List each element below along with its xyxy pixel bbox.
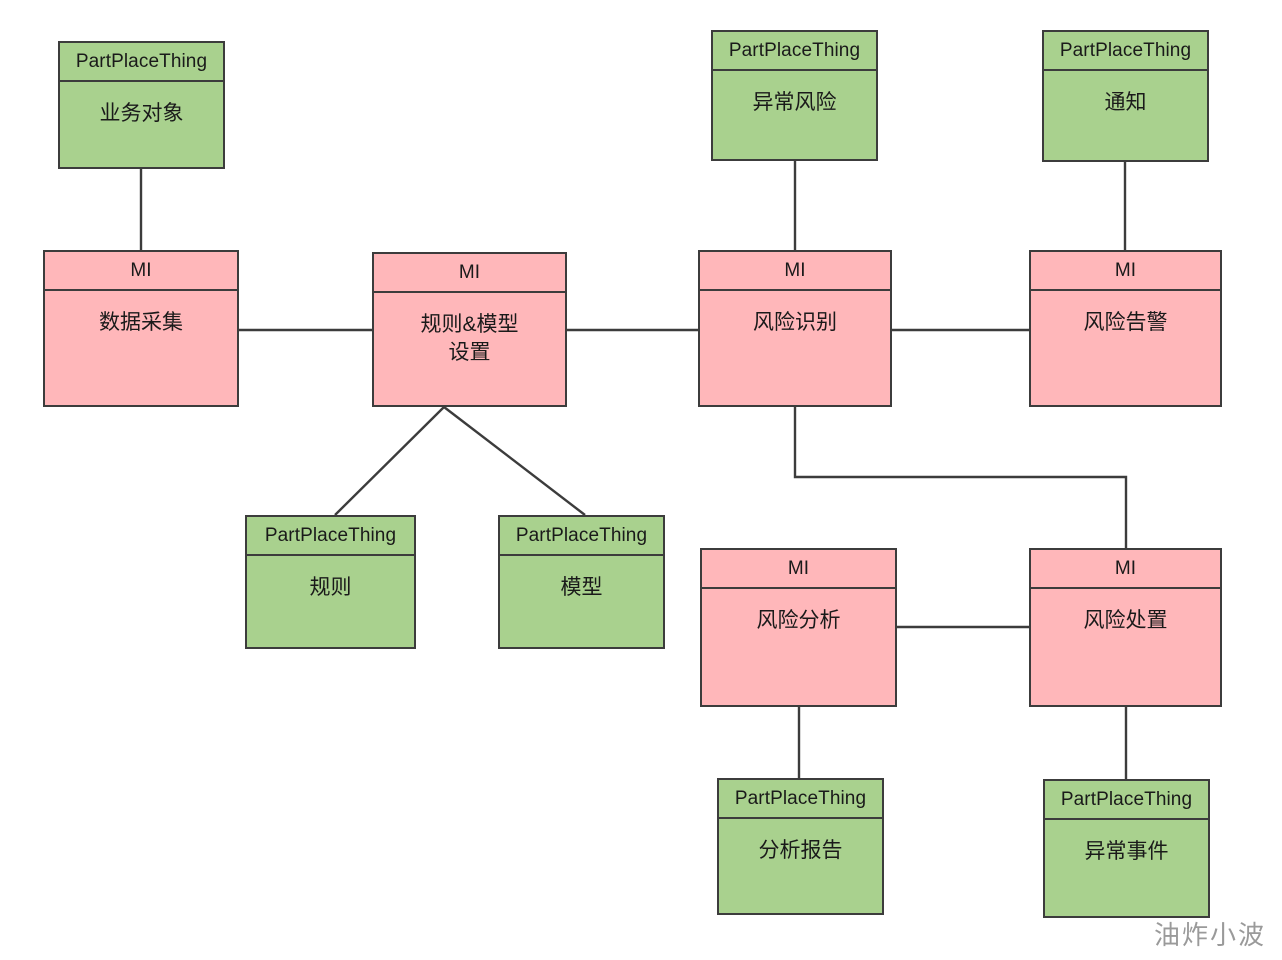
node-data-collection[interactable]: MI 数据采集 bbox=[43, 250, 239, 407]
node-stereotype-rule: PartPlaceThing bbox=[247, 517, 414, 556]
node-label-abnormal-event: 异常事件 bbox=[1084, 840, 1169, 863]
edge-rule-model-setting--model bbox=[443, 406, 586, 516]
node-label-risk-identification: 风险识别 bbox=[753, 311, 837, 334]
node-label-data-collection: 数据采集 bbox=[99, 311, 183, 334]
node-abnormal-event[interactable]: PartPlaceThing 异常事件 bbox=[1043, 779, 1210, 918]
node-abnormal-risk[interactable]: PartPlaceThing 异常风险 bbox=[711, 30, 878, 161]
node-risk-analysis[interactable]: MI 风险分析 bbox=[700, 548, 897, 707]
node-stereotype-risk-alarm: MI bbox=[1031, 252, 1220, 291]
node-risk-disposal[interactable]: MI 风险处置 bbox=[1029, 548, 1222, 707]
node-stereotype-risk-disposal: MI bbox=[1031, 550, 1220, 589]
node-stereotype-risk-analysis: MI bbox=[702, 550, 895, 589]
node-stereotype-risk-identification: MI bbox=[700, 252, 890, 291]
node-stereotype-data-collection: MI bbox=[45, 252, 237, 291]
node-label-risk-alarm: 风险告警 bbox=[1083, 311, 1168, 334]
node-stereotype-abnormal-risk: PartPlaceThing bbox=[713, 32, 876, 71]
watermark: 油炸小波 bbox=[1153, 920, 1266, 950]
node-business-object[interactable]: PartPlaceThing 业务对象 bbox=[58, 41, 225, 169]
node-stereotype-abnormal-event: PartPlaceThing bbox=[1045, 781, 1208, 820]
node-label-abnormal-risk: 异常风险 bbox=[752, 91, 837, 114]
node-label-rule: 规则 bbox=[309, 576, 352, 599]
node-label-rule-model-setting: 规则&模型设置 bbox=[420, 313, 519, 364]
node-stereotype-notification: PartPlaceThing bbox=[1044, 32, 1207, 71]
edge-risk-identification--risk-disposal bbox=[793, 407, 1128, 548]
node-label-analysis-report: 分析报告 bbox=[758, 839, 843, 862]
node-label-model: 模型 bbox=[560, 576, 603, 599]
node-model[interactable]: PartPlaceThing 模型 bbox=[498, 515, 665, 649]
node-analysis-report[interactable]: PartPlaceThing 分析报告 bbox=[717, 778, 884, 915]
node-label-risk-disposal: 风险处置 bbox=[1083, 609, 1168, 632]
node-risk-alarm[interactable]: MI 风险告警 bbox=[1029, 250, 1222, 407]
node-risk-identification[interactable]: MI 风险识别 bbox=[698, 250, 892, 407]
node-label-risk-analysis: 风险分析 bbox=[756, 609, 841, 632]
node-notification[interactable]: PartPlaceThing 通知 bbox=[1042, 30, 1209, 162]
node-rule-model-setting[interactable]: MI 规则&模型设置 bbox=[372, 252, 567, 407]
node-stereotype-model: PartPlaceThing bbox=[500, 517, 663, 556]
node-label-notification: 通知 bbox=[1104, 91, 1147, 114]
node-stereotype-rule-model-setting: MI bbox=[374, 254, 565, 293]
node-rule[interactable]: PartPlaceThing 规则 bbox=[245, 515, 416, 649]
node-label-business-object: 业务对象 bbox=[99, 102, 184, 125]
edge-rule-model-setting--rule bbox=[334, 406, 445, 516]
node-stereotype-business-object: PartPlaceThing bbox=[60, 43, 223, 82]
node-stereotype-analysis-report: PartPlaceThing bbox=[719, 780, 882, 819]
